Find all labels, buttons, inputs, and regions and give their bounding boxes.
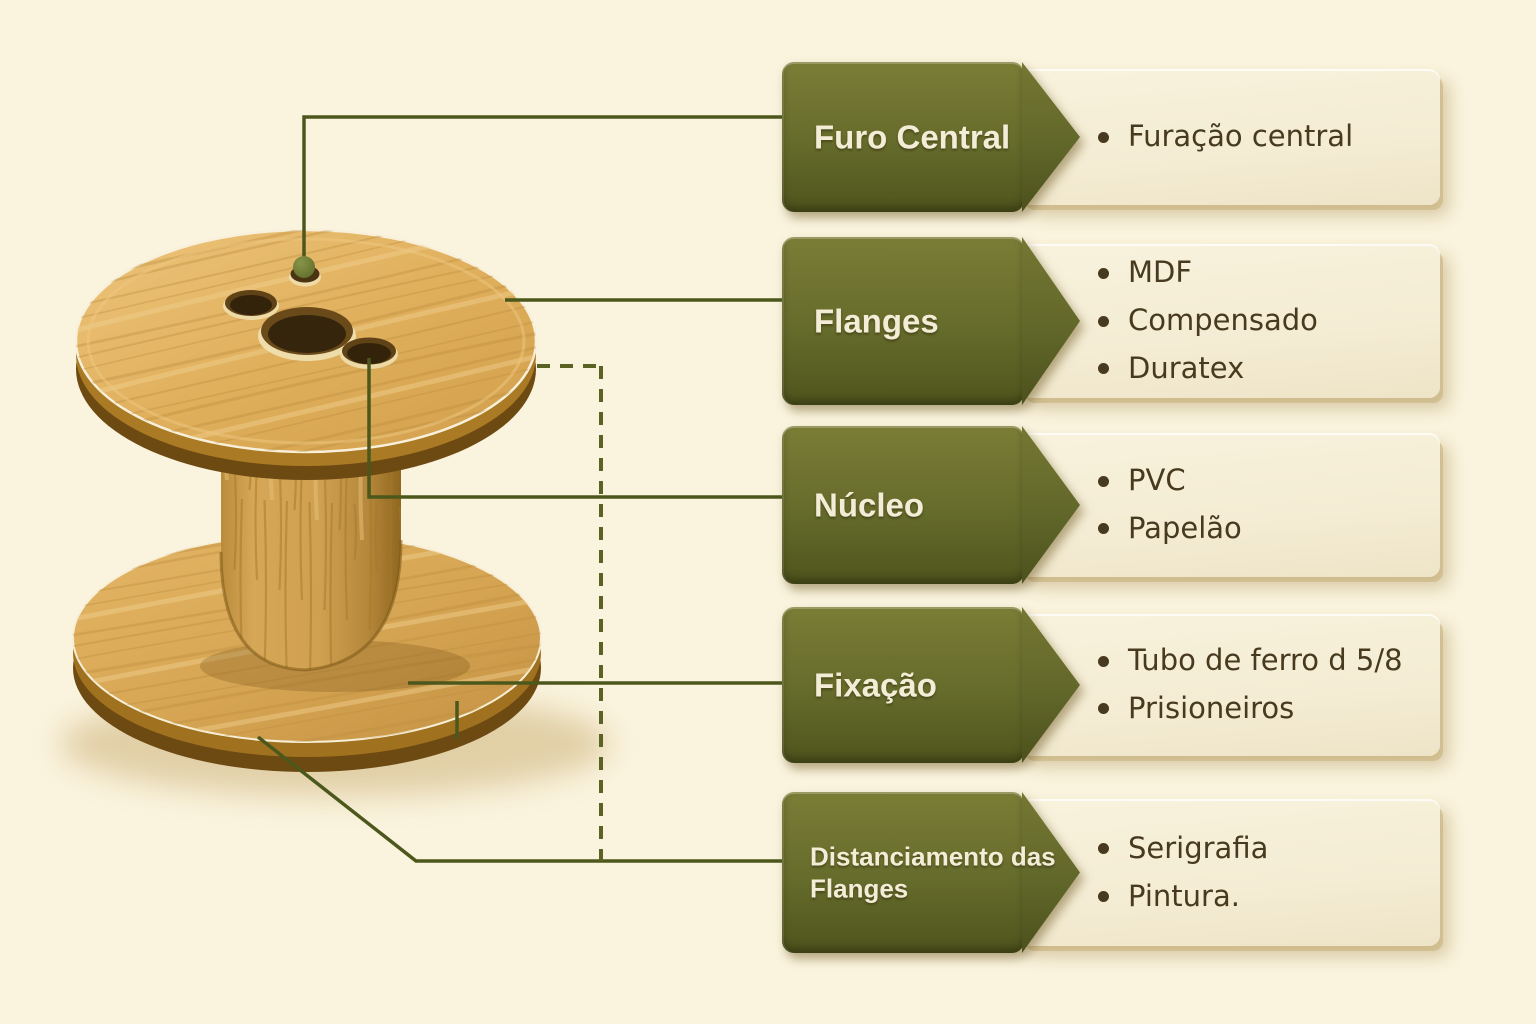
badge-label: Distanciamento das Flanges: [810, 841, 1056, 904]
callout-badge: Núcleo: [782, 426, 1080, 584]
list-item: Serigrafia: [1098, 830, 1440, 868]
bullet-icon: [1098, 475, 1109, 487]
list-item-text: Tubo de ferro d 5/8: [1128, 643, 1403, 678]
badge-label: Flanges: [814, 302, 939, 340]
bullet-icon: [1098, 315, 1109, 327]
bullet-icon: [1098, 131, 1109, 143]
bullet-icon: [1098, 267, 1109, 279]
list-item: Prisioneiros: [1098, 690, 1440, 728]
connector-endpoint-dot: [293, 256, 315, 278]
badge-body: [782, 792, 1024, 953]
detail-box: Furação central: [1020, 69, 1440, 205]
callout-distanciamento: Serigrafia Pintura. Distanciamento das F…: [782, 792, 1440, 953]
badge-label: Núcleo: [814, 486, 925, 524]
callout-nucleo: PVC Papelão Núcleo: [782, 426, 1440, 584]
callout-furo-central: Furação central Furo Central: [782, 62, 1440, 212]
list-item-text: Compensado: [1128, 303, 1318, 338]
list-item-text: Duratex: [1128, 350, 1245, 385]
list-item: PVC: [1098, 462, 1440, 500]
bullet-icon: [1098, 523, 1109, 535]
detail-box: Serigrafia Pintura.: [1020, 799, 1440, 946]
callout-badge: Fixação: [782, 607, 1080, 763]
list-item-text: Papelão: [1128, 511, 1242, 545]
detail-box: PVC Papelão: [1020, 433, 1440, 577]
detail-box: MDF Compensado Duratex: [1020, 244, 1440, 398]
list-item: Furação central: [1098, 118, 1440, 156]
bullet-icon: [1098, 363, 1109, 375]
bullet-icon: [1098, 703, 1109, 715]
badge-body: [782, 607, 1024, 763]
list-item-text: MDF: [1128, 255, 1193, 290]
badge-body: [782, 62, 1024, 212]
badge-body: [782, 237, 1024, 405]
bullet-icon: [1098, 890, 1109, 902]
callout-badge: Flanges: [782, 237, 1080, 405]
bullet-icon: [1098, 843, 1109, 855]
badge-label: Fixação: [814, 666, 937, 704]
flange-holes: [223, 265, 398, 369]
callout-badge: Distanciamento das Flanges: [782, 792, 1080, 953]
list-item-text: Prisioneiros: [1128, 691, 1295, 725]
list-item: Pintura.: [1098, 878, 1440, 916]
list-item-text: Serigrafia: [1128, 830, 1269, 865]
callout-badge: Furo Central: [782, 62, 1080, 212]
list-item: Compensado: [1098, 302, 1440, 340]
list-item: MDF: [1098, 254, 1440, 292]
list-item-text: PVC: [1128, 463, 1186, 498]
bullet-icon: [1098, 655, 1109, 667]
detail-box: Tubo de ferro d 5/8 Prisioneiros: [1020, 614, 1440, 756]
list-item: Duratex: [1098, 350, 1440, 388]
callout-flanges: MDF Compensado Duratex Flanges: [782, 237, 1440, 405]
list-item: Tubo de ferro d 5/8: [1098, 642, 1440, 680]
list-item-text: Pintura.: [1128, 878, 1240, 913]
list-item: Papelão: [1098, 510, 1440, 548]
callout-fixacao: Tubo de ferro d 5/8 Prisioneiros Fixação: [782, 607, 1440, 763]
connector-lines: [256, 115, 792, 863]
badge-body: [782, 426, 1024, 584]
list-item-text: Furação central: [1128, 119, 1354, 154]
dashed-dimension-lines: [537, 364, 603, 861]
badge-label: Furo Central: [814, 118, 1011, 156]
